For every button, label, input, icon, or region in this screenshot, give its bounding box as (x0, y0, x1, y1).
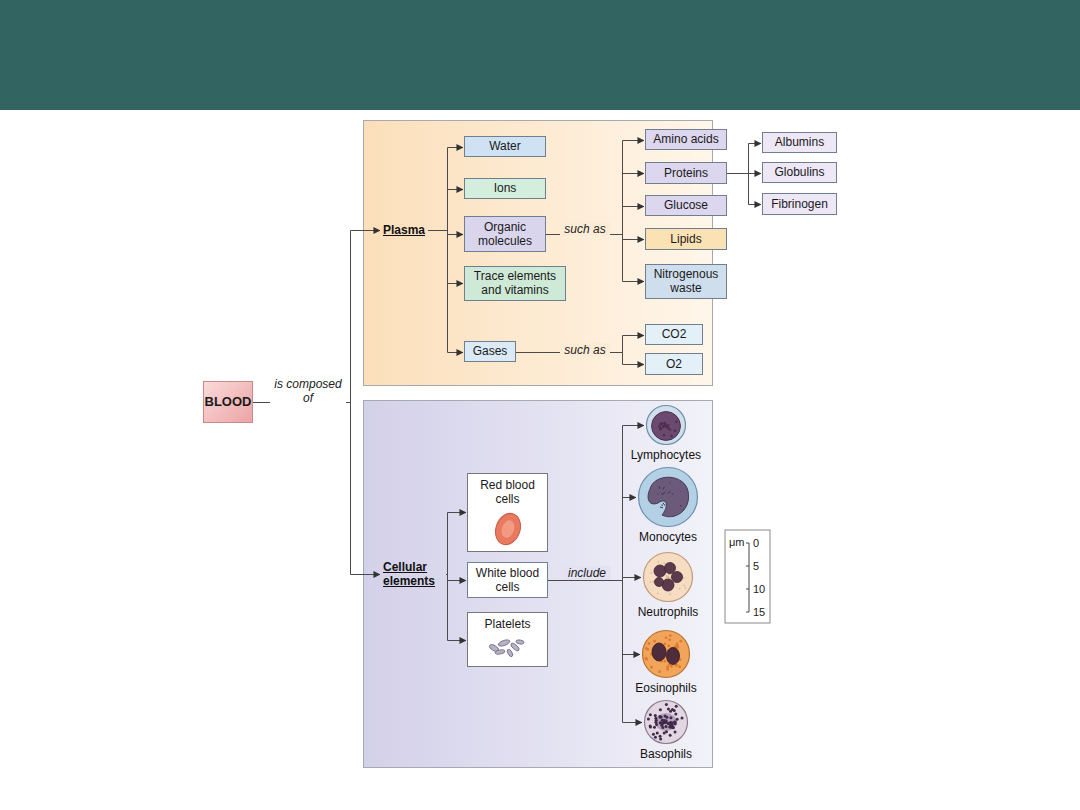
node-label: Glucose (664, 198, 708, 212)
node-label: Albumins (775, 135, 824, 149)
node-label: Lymphocytes (621, 448, 711, 462)
leukocyte-figure: Eosinophils (621, 629, 711, 695)
panel-ground (364, 121, 713, 386)
scale-unit: μm (729, 537, 745, 548)
node-label: Lipids (670, 232, 701, 246)
connector-arrow (428, 231, 463, 353)
connector-arrow (548, 498, 636, 581)
connector-arrow (428, 231, 463, 284)
node-label: Plasma (383, 223, 425, 237)
scale-value: 15 (753, 607, 765, 618)
connector-arrow (428, 190, 463, 231)
node-label: Eosinophils (621, 681, 711, 695)
connector-arrow (446, 575, 466, 641)
cell-illustration (642, 551, 694, 603)
node-label: Amino acids (653, 132, 718, 146)
relation-label: is composed of (270, 377, 346, 406)
leukocyte-figure: Basophils (621, 699, 711, 761)
node-label: Basophils (621, 747, 711, 761)
blood-box: BLOOD (203, 381, 253, 423)
scale-value: 10 (753, 584, 765, 595)
node-label: Globulins (774, 165, 824, 179)
scale-value: 0 (753, 538, 759, 549)
node-label: Trace elements and vitamins (469, 269, 561, 298)
relation-label: include (563, 566, 611, 580)
leukocyte-figure: Neutrophils (623, 551, 713, 619)
plasma-panel: Plasma WaterIonsOrganic moleculesTrace el… (363, 120, 712, 385)
node-label: Nitrogenous waste (650, 267, 722, 296)
node-label: Proteins (664, 166, 708, 180)
protein-box: Albumins (762, 132, 837, 153)
node-label: CO2 (662, 327, 687, 341)
header-band (0, 0, 1080, 110)
component-box: Ions (464, 178, 546, 199)
protein-box: Fibrinogen (762, 193, 837, 215)
gas-box: O2 (645, 353, 703, 375)
node-label: Platelets (484, 617, 530, 631)
connector-arrow (428, 231, 463, 235)
node-label: Water (489, 139, 521, 153)
cell-type-box: White blood cells (467, 562, 548, 598)
protein-box: Globulins (762, 162, 837, 183)
panel-ground (364, 401, 713, 768)
node-label: BLOOD (205, 394, 252, 410)
relation-label: such as (560, 222, 610, 236)
gas-box: CO2 (645, 324, 703, 345)
relation-label: such as (560, 343, 610, 357)
node-label: Organic molecules (469, 220, 541, 249)
node-label: Red blood cells (472, 478, 543, 507)
cell-illustration (478, 509, 538, 549)
node-label: Gases (473, 344, 508, 358)
component-box: Water (464, 136, 546, 157)
cell-illustration (478, 633, 538, 659)
scale-bar (725, 530, 770, 623)
node-label: O2 (666, 357, 682, 371)
connector-arrow (727, 174, 761, 205)
cellular-panel: Cellular elements Red blood cellsWhite bl… (363, 400, 712, 767)
node-label: Monocytes (623, 530, 713, 544)
component-box: Trace elements and vitamins (464, 266, 566, 301)
connector-arrow (548, 581, 640, 655)
connector-arrow (446, 575, 466, 581)
connector-arrow (253, 403, 380, 575)
cell-illustration (641, 629, 691, 679)
cell-illustration (645, 404, 687, 446)
component-box: Lipids (645, 228, 727, 250)
cell-illustration (643, 699, 689, 745)
connector-arrow (546, 141, 644, 235)
component-box: Proteins (645, 162, 727, 184)
node-label: Fibrinogen (771, 197, 828, 211)
cell-type-box: Platelets (467, 612, 548, 667)
connector-arrow (428, 148, 463, 231)
node-label: Cellular elements (383, 560, 443, 589)
connector-arrow (548, 581, 642, 723)
leukocyte-figure: Lymphocytes (621, 404, 711, 462)
component-box: Nitrogenous waste (645, 264, 727, 299)
connector-arrow (446, 513, 466, 575)
component-box: Organic molecules (464, 216, 546, 252)
component-box: Glucose (645, 195, 727, 216)
component-box: Amino acids (645, 129, 727, 150)
connector-arrow (548, 426, 644, 581)
cell-illustration (637, 466, 699, 528)
node-label: Neutrophils (623, 605, 713, 619)
node-label: White blood cells (472, 566, 543, 595)
node-label: Ions (494, 181, 517, 195)
cell-type-box: Red blood cells (467, 473, 548, 552)
leukocyte-figure: Monocytes (623, 466, 713, 544)
component-box: Gases (464, 341, 516, 362)
connector-arrow (727, 144, 761, 174)
scale-value: 5 (753, 561, 759, 572)
